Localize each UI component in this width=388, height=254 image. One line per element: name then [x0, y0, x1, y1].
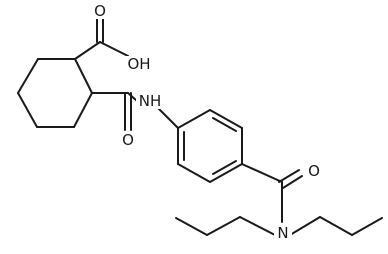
propyl-bond	[351, 217, 383, 236]
amide-group-right	[241, 163, 303, 223]
right-carbonyl-double-bond	[282, 175, 303, 189]
amine-nitrogen-label: N	[277, 224, 288, 242]
propyl-bond	[239, 216, 276, 236]
aromatic-bond	[209, 109, 243, 129]
ring-bond	[73, 92, 93, 128]
carboxyl-c-oh-bond	[99, 41, 129, 57]
propyl-bond	[175, 217, 208, 236]
cyclohexane-ring	[17, 58, 93, 128]
amide-oxygen-label-left: O	[122, 131, 134, 149]
aromatic-bond	[177, 163, 211, 183]
amide-nh-label: NH	[139, 92, 162, 110]
benzene-ring	[177, 109, 243, 183]
atom-labels: O OH NH O O N	[90, 2, 324, 242]
nh-to-phenyl-bond	[157, 107, 179, 129]
carbonyl-oxygen-label: O	[94, 2, 106, 20]
carboxylic-acid-group	[74, 17, 129, 60]
ring-to-carboxyl-bond	[74, 41, 101, 60]
hydroxyl-label: OH	[127, 55, 150, 73]
aromatic-inner-bond	[212, 117, 237, 132]
ring-bond	[74, 58, 93, 94]
amide-oxygen-label-right: O	[308, 162, 320, 180]
aromatic-inner-bond	[212, 160, 237, 175]
propyl-bond	[289, 216, 321, 236]
amide-group-left	[91, 92, 179, 131]
ring-bond	[17, 58, 39, 94]
propyl-bond	[319, 216, 353, 236]
phenyl-to-carbonyl-bond	[241, 163, 283, 183]
propyl-chain-right	[289, 216, 383, 236]
aromatic-bond	[209, 163, 243, 183]
propyl-chain-left	[175, 216, 276, 236]
aromatic-bond	[177, 109, 211, 129]
right-carbonyl-double-bond	[278, 169, 300, 183]
ring-bond	[17, 92, 38, 128]
propyl-bond	[206, 216, 241, 236]
